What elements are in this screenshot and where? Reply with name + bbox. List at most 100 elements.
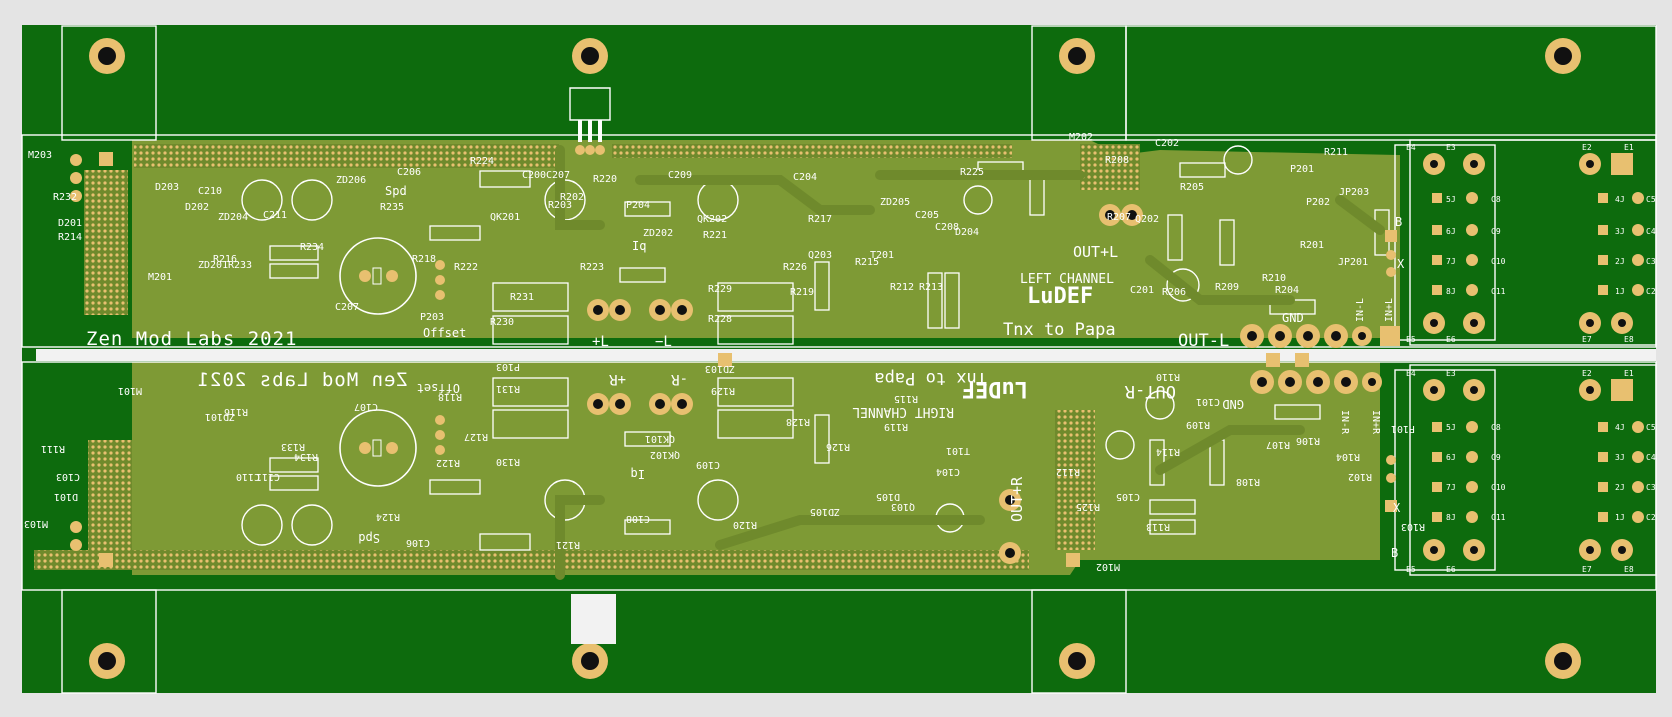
component-label: C110 [236,471,260,482]
component-label: ZD101 [205,411,235,422]
component-label: R122 [436,457,460,468]
component-label: R207 [1107,212,1131,223]
component-label: P101 [1391,423,1415,434]
component-label: R206 [1162,287,1186,298]
component-labels-right: M103M101M102R116R133R134ZD101C111C110C10… [24,361,1425,572]
component-label: R222 [454,262,478,273]
component-label: T101 [946,445,970,456]
component-label: ZD205 [880,197,910,208]
component-label: D201 [58,218,82,229]
connector-pin-label: E6 [1446,335,1456,344]
component-label: R216 [213,254,237,265]
brand-label-mirrored: Zen Mod Labs 2021 [197,369,408,391]
right-in-minus: IN-R [1339,410,1350,435]
component-label: R226 [783,262,807,273]
component-label: R114 [1156,446,1180,457]
component-label: P204 [626,200,650,211]
component-label: Q202 [1135,214,1159,225]
right-bias: Iq [631,467,645,481]
component-label: ZD103 [705,363,735,374]
connector-pin-label: C10 [1491,257,1506,266]
left-project-name: LuDEF [1027,284,1093,309]
component-label: R121 [556,539,580,550]
connector-pin-label: 6J [1446,227,1456,236]
component-label: R134 [294,451,318,462]
component-label: R127 [464,431,488,442]
component-label: R217 [808,214,832,225]
right-in-plus: IN+R [1370,410,1381,435]
component-label: M202 [1069,132,1093,143]
connector-pin-label: C4 [1646,453,1656,462]
component-label: R228 [708,314,732,325]
component-label: C211 [263,210,287,221]
component-label: R131 [496,383,520,394]
connector-pin-label: 3J [1615,453,1625,462]
component-label: R109 [1186,419,1210,430]
component-label: T201 [870,250,894,261]
left-credit: Tnx to Papa [1003,320,1116,340]
component-label: R208 [1105,155,1129,166]
resistor-bodies-right-channel [269,377,1321,551]
connector-pin-label: E7 [1582,335,1592,344]
component-label: C209 [668,170,692,181]
right-minus-rail: -R [671,371,688,387]
output-terminal-left [1240,324,1400,348]
component-label: C207 [546,170,570,181]
connector-pin-label: E6 [1446,565,1456,574]
component-label: M203 [28,150,52,161]
right-project-name: LuDEF [962,376,1028,401]
component-label: R229 [708,284,732,295]
connector-pin-label: 7J [1446,483,1456,492]
component-label: C106 [406,537,430,548]
component-label: R203 [548,200,572,211]
component-label: R130 [496,456,520,467]
component-label: R106 [1296,435,1320,446]
component-label: R115 [894,393,918,404]
connector-pin-label: 1J [1615,513,1625,522]
perf-area-mid [1055,410,1095,550]
connector-pin-label: E5 [1406,565,1416,574]
right-offset: Offset [417,381,460,395]
component-label: R103 [1401,521,1425,532]
connector-pin-label: C5 [1646,423,1656,432]
component-label: ZD105 [810,506,840,517]
component-label: R214 [58,232,82,243]
connector-pin-label: C3 [1646,483,1656,492]
output-terminal-right [1250,370,1382,394]
component-label: R116 [224,406,248,417]
right-b: B [1391,546,1398,560]
component-labels-left: M203M201M202D203D201D202R232R214R216R233… [28,132,1369,328]
left-plus-rail: +L [592,334,609,350]
component-label: Q203 [808,250,832,261]
component-label: R201 [1300,240,1324,251]
component-label: P103 [496,361,520,372]
left-out-plus: OUT+L [1073,243,1118,261]
heatsink-pad-bottom [571,594,616,644]
right-spd: Spd [358,531,380,545]
connector-pin-label: 5J [1446,195,1456,204]
component-label: C109 [696,459,720,470]
component-label: C208 [935,222,959,233]
left-in-minus: IN-L [1355,298,1366,322]
component-label: JP201 [1338,257,1368,268]
component-label: R231 [510,292,534,303]
connector-pin-label: C3 [1646,257,1656,266]
connector-pin-label: 8J [1446,287,1456,296]
connector-pin-label: E8 [1624,565,1634,574]
perf-area-bottom [34,550,1029,570]
capacitor-c207 [339,237,417,315]
perf-area-top-3 [1080,144,1140,190]
connector-pin-label: C2 [1646,287,1656,296]
connector-pin-label: 4J [1615,423,1625,432]
connector-pin-label: C11 [1491,287,1506,296]
component-label: P202 [1306,197,1330,208]
component-label: R223 [580,262,604,273]
component-label: C207 [335,302,359,313]
component-label: P201 [1290,164,1314,175]
component-label: C202 [1155,138,1179,149]
connector-pin-label: 5J [1446,423,1456,432]
component-label: C101 [1196,396,1220,407]
brand-label: Zen Mod Labs 2021 [86,328,297,350]
component-label: C206 [397,167,421,178]
